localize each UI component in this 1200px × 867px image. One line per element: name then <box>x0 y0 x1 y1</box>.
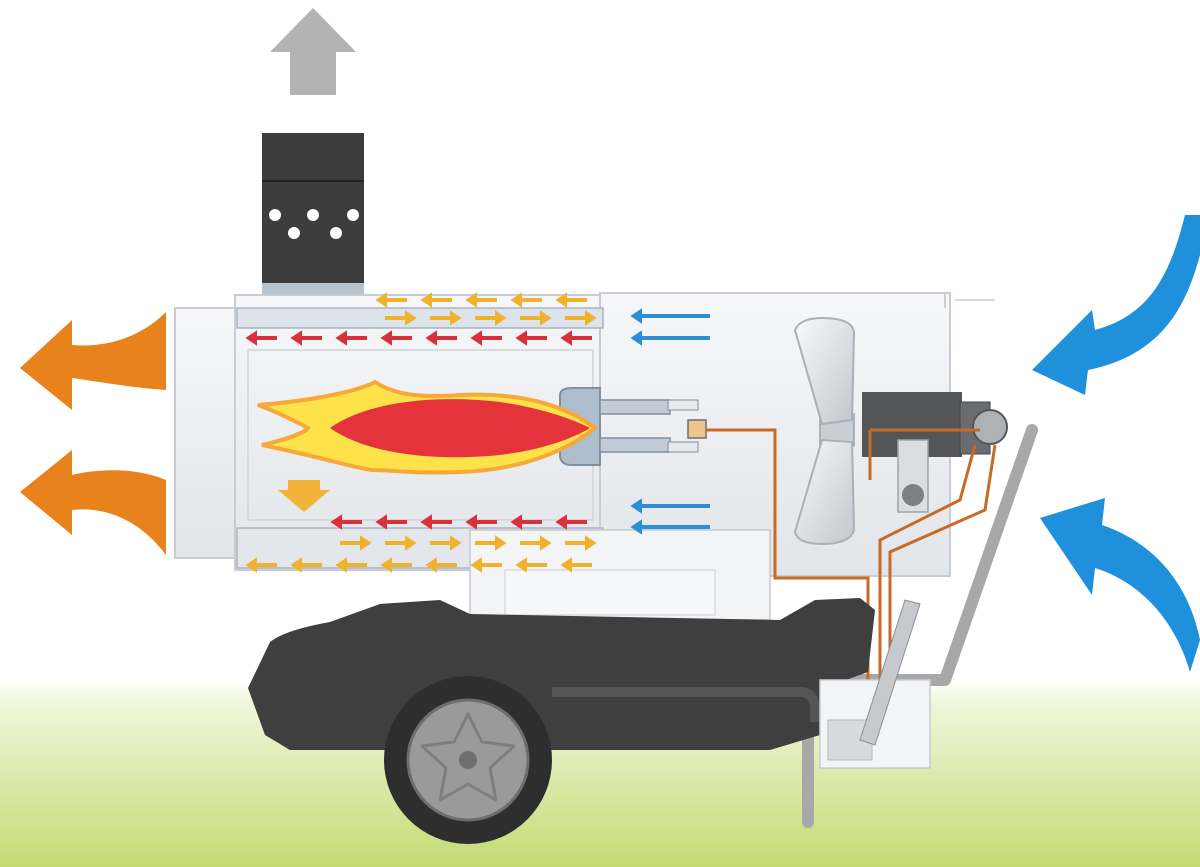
flow-arrow <box>245 557 277 573</box>
flow-arrow <box>520 310 552 326</box>
flow-arrow <box>340 535 372 551</box>
flow-arrow <box>385 535 417 551</box>
flow-arrow <box>630 519 710 535</box>
flow-arrow <box>290 330 322 346</box>
flow-arrow <box>470 330 502 346</box>
hot-air-out-arrow-icon <box>20 450 166 555</box>
flow-arrow <box>430 535 462 551</box>
flow-arrow <box>375 292 407 308</box>
flow-arrow <box>555 514 587 530</box>
flow-arrow <box>630 330 710 346</box>
flow-arrow <box>555 292 587 308</box>
burner-motor <box>862 392 1008 513</box>
flow-arrow <box>290 557 322 573</box>
flow-arrow <box>245 330 277 346</box>
flow-arrow <box>380 557 412 573</box>
flow-arrow <box>565 310 597 326</box>
wheel-icon <box>384 676 552 844</box>
flame-icon <box>257 379 599 512</box>
flow-arrow <box>425 557 457 573</box>
flow-arrow <box>475 535 507 551</box>
chimney <box>262 133 364 317</box>
cold-air-in-arrows <box>1032 215 1200 672</box>
hot-air-out-arrows <box>20 312 166 555</box>
flow-arrow <box>335 330 367 346</box>
flow-arrow <box>465 514 497 530</box>
fuel-tank <box>248 598 931 769</box>
cold-air-in-arrow-icon <box>1040 498 1200 672</box>
flow-arrow <box>475 310 507 326</box>
flow-arrow <box>380 330 412 346</box>
flow-arrow <box>560 557 592 573</box>
flow-arrow <box>420 292 452 308</box>
flow-arrow <box>515 557 547 573</box>
flow-arrow <box>420 514 452 530</box>
flow-arrow <box>335 557 367 573</box>
flow-arrow <box>560 330 592 346</box>
flow-arrow <box>565 535 597 551</box>
flow-arrow <box>470 557 502 573</box>
flow-arrow <box>465 292 497 308</box>
flow-arrow <box>385 310 417 326</box>
flow-arrow <box>425 330 457 346</box>
flow-arrow <box>510 292 542 308</box>
fan-icon <box>793 316 856 546</box>
flow-arrow <box>520 535 552 551</box>
flow-arrow <box>515 330 547 346</box>
exhaust-up-arrow-icon <box>270 8 356 95</box>
flow-arrow <box>630 308 710 324</box>
flow-arrow <box>510 514 542 530</box>
cold-air-in-arrow-icon <box>1032 215 1200 395</box>
flow-arrow <box>375 514 407 530</box>
hot-air-out-arrow-icon <box>20 312 166 410</box>
flow-arrow <box>330 514 362 530</box>
internal-air-flow <box>245 292 710 573</box>
flow-arrow <box>430 310 462 326</box>
flow-arrow <box>630 498 710 514</box>
